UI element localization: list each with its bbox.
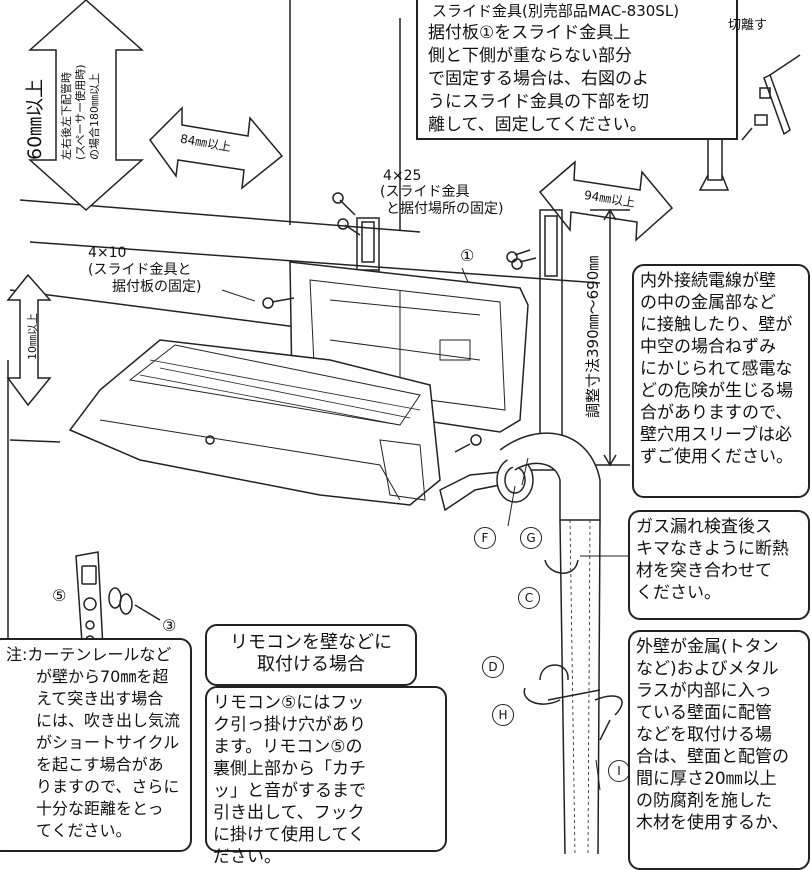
indoor-unit	[68, 339, 441, 506]
curtain-rail-note: 注:カーテンレールなど が壁から70㎜を超 えて突き出す場合 には、吹き出し気流…	[0, 638, 192, 852]
part-F-label: F	[474, 527, 496, 549]
part-D-label: D	[482, 656, 504, 678]
screw-4x10-desc1: (スライド金具と	[88, 262, 192, 278]
clearance-top-sub3: の場合180㎜以上	[88, 73, 101, 160]
part-H-label: H	[492, 704, 514, 726]
adjust-dimension-label: 調整寸法390㎜〜690㎜	[584, 255, 602, 418]
remote-mounting-body-box: リモコン⑤にはフッ ク引っ掛け穴があり ます。リモコン⑤の 裏側上部から「カチ …	[205, 686, 447, 867]
part-G-label: G	[520, 527, 542, 549]
part-1-label: ①	[460, 246, 475, 265]
remote-mounting-title-box: リモコンを壁などに 取付ける場合	[205, 624, 417, 686]
screws	[262, 192, 537, 453]
wire-warning-note: 内外接続電線が壁 の中の金属部など に接触したり、壁が 中空の場合ねずみ にかじ…	[632, 264, 810, 498]
screw-4x10-desc2: 据付板の固定)	[112, 279, 202, 295]
part-C-label: C	[518, 587, 540, 609]
clearance-top-main: 60㎜以上	[24, 78, 46, 160]
clearance-arrow-left	[149, 106, 284, 190]
part-3-label: ③	[162, 616, 177, 635]
metal-wall-note: 外壁が金属(トタン など)およびメタル ラスが内部に入っ ている壁面に配管 など…	[628, 630, 810, 870]
wall-sleeve-piping	[439, 432, 623, 854]
slide-bracket-note: スライド金具(別売部品MAC-830SL) 据付板①をスライド金具上 側と下側が…	[416, 0, 738, 140]
part-5-label: ⑤	[52, 586, 67, 605]
gas-leak-note: ガス漏れ検査後ス キマなきように断熱 材を突き合わせて ください。	[628, 510, 810, 620]
slide-bracket-note-title: スライド金具(別売部品MAC-830SL)	[432, 2, 680, 20]
part-I-label: I	[608, 760, 630, 782]
clearance-arrow-bottom	[6, 273, 52, 407]
screw-4x25-desc2: と据付場所の固定)	[386, 201, 504, 217]
screw-4x10-size: 4×10	[88, 245, 127, 261]
screw-4x25-desc1: (スライド金具	[380, 184, 470, 200]
screw-4x25-size: 4×25	[383, 168, 422, 184]
clearance-arrow-right	[538, 160, 674, 242]
slide-bracket-note-body: 据付板①をスライド金具上 側と下側が重ならない部分 で固定する場合は、右図のよ …	[428, 23, 649, 135]
cut-label: 切離す	[728, 18, 768, 33]
clearance-arrow-top	[28, 0, 144, 212]
clearance-bottom-label: 10㎜以上	[26, 313, 39, 360]
